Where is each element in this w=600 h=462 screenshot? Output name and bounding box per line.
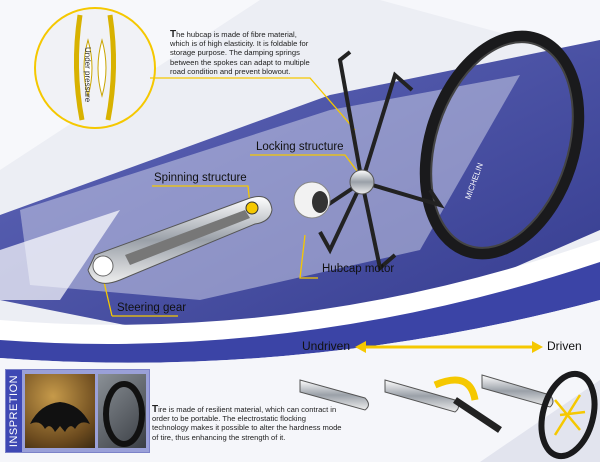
undriven-to-driven-arrow: [355, 341, 543, 353]
label-spinning-structure: Spinning structure: [154, 172, 247, 184]
stage-transition: [384, 376, 502, 433]
inspiration-strip: INSPRETION: [6, 370, 22, 452]
under-pressure-label: Under pressure: [83, 47, 92, 103]
label-locking-structure: Locking structure: [256, 141, 344, 153]
white-stripe: [0, 240, 600, 344]
hubcap-description: The hubcap is made of fibre material, wh…: [170, 29, 310, 76]
inspiration-panel: INSPRETION: [5, 369, 150, 453]
label-steering-gear: Steering gear: [117, 302, 187, 314]
inspiration-image-bat: [25, 374, 95, 448]
locking-hub: [349, 169, 375, 195]
label-hubcap-motor: Hubcap motor: [322, 263, 395, 275]
label-undriven: Undriven: [302, 339, 351, 353]
tire-description: Tire is made of resilient material, whic…: [152, 404, 342, 442]
stage-undriven: [299, 379, 369, 411]
under-pressure-inset: [34, 7, 156, 129]
wheel-tire: [419, 30, 585, 260]
stage-driven: [481, 370, 598, 460]
inspiration-image-wheel: [98, 374, 146, 448]
label-driven: Driven: [547, 339, 582, 353]
